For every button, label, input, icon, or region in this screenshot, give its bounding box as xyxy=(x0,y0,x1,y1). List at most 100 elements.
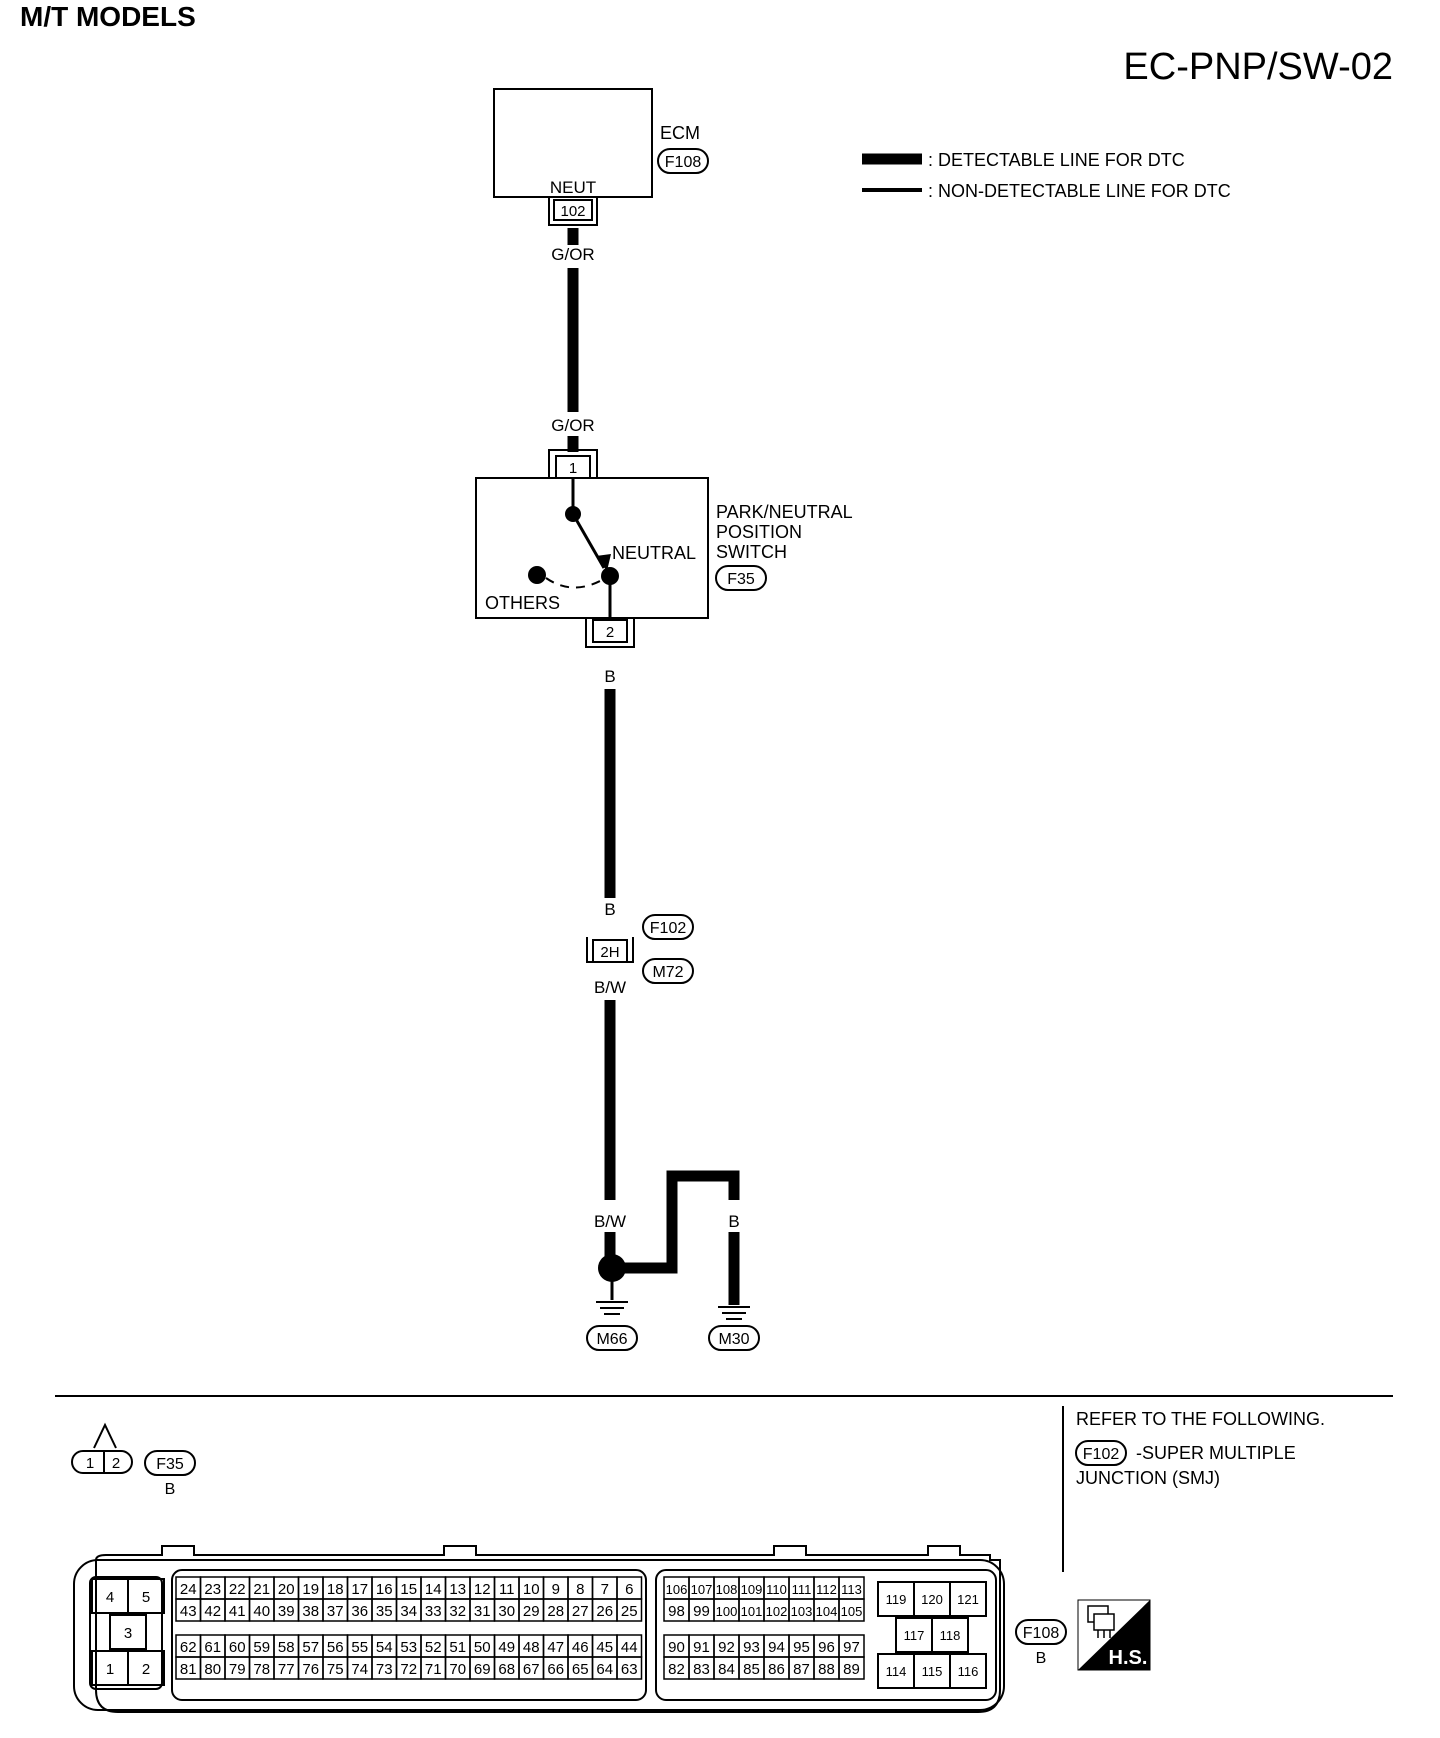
ecm: ECM F108 NEUT 102 xyxy=(493,88,709,226)
f108-mid-pin-107: 107 xyxy=(691,1582,713,1597)
f108-main-pin-6: 6 xyxy=(625,1581,633,1598)
f108-main-pin-24: 24 xyxy=(180,1581,197,1598)
switch-connector-badge xyxy=(715,565,767,591)
f108-mid-pin-83: 83 xyxy=(693,1661,710,1678)
f108-main-pin-43: 43 xyxy=(180,1603,197,1620)
f35-pin-2: 2 xyxy=(112,1455,120,1472)
f108-main-pin-39: 39 xyxy=(278,1603,295,1620)
f108-main-pin-62: 62 xyxy=(180,1639,197,1656)
f108-mid-pin-82: 82 xyxy=(668,1661,685,1678)
f108-main-pin-33: 33 xyxy=(425,1603,442,1620)
f108-view-color: B xyxy=(1036,1650,1047,1667)
f108-main-pin-80: 80 xyxy=(204,1661,221,1678)
f108-mid-pin-108: 108 xyxy=(716,1582,738,1597)
f108-main-pin-40: 40 xyxy=(253,1603,270,1620)
switch-name-line3: SWITCH xyxy=(716,542,787,562)
f108-main-pin-45: 45 xyxy=(596,1639,613,1656)
f108-mid-pin-99: 99 xyxy=(693,1603,710,1620)
f108-right-pins: 119 120 121 117 118 114 115 116 xyxy=(877,1581,987,1689)
f108-main-pin-81: 81 xyxy=(180,1661,197,1678)
f108-mid-pin-88: 88 xyxy=(818,1661,835,1678)
wire-label-switch-out: B xyxy=(604,667,615,686)
hs-badge-dark-half xyxy=(1078,1600,1150,1670)
wire-label-smj-out: B/W xyxy=(594,978,626,997)
switch-name-line2: POSITION xyxy=(716,522,802,542)
f108-pin-115: 115 xyxy=(922,1664,943,1679)
f35-body xyxy=(71,1450,133,1474)
f108-mid-pin-103: 103 xyxy=(791,1604,813,1619)
f108-mid-pin-113: 113 xyxy=(841,1582,862,1597)
f35-key xyxy=(93,1422,117,1449)
f108-main-pin-21: 21 xyxy=(253,1581,270,1598)
f108-pin-3: 3 xyxy=(124,1625,132,1642)
f108-mid-pin-109: 109 xyxy=(741,1582,763,1597)
f108-pin-2: 2 xyxy=(142,1661,150,1678)
f108-main-pin-61: 61 xyxy=(204,1639,221,1656)
ecm-terminal-box xyxy=(553,199,593,221)
f108-main-pin-25: 25 xyxy=(621,1603,638,1620)
f108-main-pin-10: 10 xyxy=(523,1581,540,1598)
f108-main-pin-28: 28 xyxy=(547,1603,564,1620)
hs-badge: H.S. xyxy=(1077,1599,1151,1671)
f108-main-pin-44: 44 xyxy=(621,1639,638,1656)
f108-mid-pin-90: 90 xyxy=(668,1639,685,1656)
f108-outline xyxy=(95,1545,1001,1713)
f108-pin-1: 1 xyxy=(106,1661,114,1678)
f108-mid-pin-91: 91 xyxy=(693,1639,710,1656)
switch-others-dashed-arc xyxy=(545,577,603,589)
f108-main-pin-31: 31 xyxy=(474,1603,491,1620)
f108-main-pin-15: 15 xyxy=(400,1581,417,1598)
ground-symbol-right xyxy=(718,1306,750,1320)
wire-label-ground-b2: B xyxy=(728,1212,739,1231)
f108-mid-pin-97: 97 xyxy=(843,1639,860,1656)
ecm-terminal-name: NEUT xyxy=(550,178,596,197)
switch-others-contact xyxy=(528,566,546,584)
model-title: M/T MODELS xyxy=(20,1,196,32)
f35-view-label: F35 xyxy=(156,1456,184,1473)
f108-main-pin-42: 42 xyxy=(204,1603,221,1620)
ecm-terminal-number: 102 xyxy=(560,203,585,220)
f108-main-pin-19: 19 xyxy=(302,1581,319,1598)
smj-connector-bottom-label: M72 xyxy=(652,964,683,981)
f108-main-pin-30: 30 xyxy=(498,1603,515,1620)
f108-main-pin-69: 69 xyxy=(474,1661,491,1678)
f108-pin-121: 121 xyxy=(957,1592,979,1607)
f108-main-pin-29: 29 xyxy=(523,1603,540,1620)
f35-view-badge xyxy=(144,1450,196,1476)
f108-main-pin-52: 52 xyxy=(425,1639,442,1656)
refer-line3: JUNCTION (SMJ) xyxy=(1076,1468,1220,1488)
f108-main-pin-18: 18 xyxy=(327,1581,344,1598)
switch-terminal-1-bracket xyxy=(548,449,598,478)
legend-detectable-label: : DETECTABLE LINE FOR DTC xyxy=(928,150,1185,170)
f108-left-pins: 4 5 3 1 2 xyxy=(91,1578,165,1686)
diagram-code: EC-PNP/SW-02 xyxy=(1123,46,1393,88)
f108-main-pin-48: 48 xyxy=(523,1639,540,1656)
f108-outline-inner xyxy=(73,1559,1005,1711)
f108-pin-117: 117 xyxy=(904,1628,925,1643)
f108-main-pin-75: 75 xyxy=(327,1661,344,1678)
f108-main-pin-14: 14 xyxy=(425,1581,442,1598)
f108-main-pin-66: 66 xyxy=(547,1661,564,1678)
ecm-connector-badge xyxy=(657,148,709,174)
f108-mid-pin-104: 104 xyxy=(816,1604,838,1619)
switch-blade-arrow xyxy=(596,554,611,571)
ecm-box xyxy=(493,88,653,198)
f108-main-pin-34: 34 xyxy=(400,1603,417,1620)
f108-mid-cell-89 xyxy=(838,1656,865,1680)
f35-connector-view: 1 2 F35 B xyxy=(71,1422,196,1498)
f108-mid-pin-105: 105 xyxy=(841,1604,863,1619)
f108-mid-block xyxy=(171,1569,647,1701)
ground-symbol-left xyxy=(596,1301,628,1315)
f108-mid-pin-87: 87 xyxy=(793,1661,810,1678)
f108-main-pin-72: 72 xyxy=(400,1661,417,1678)
f108-main-pin-9: 9 xyxy=(552,1581,560,1598)
f108-mid-cell-105 xyxy=(838,1598,865,1622)
f108-main-pin-32: 32 xyxy=(449,1603,466,1620)
switch-neutral-label: NEUTRAL xyxy=(612,543,696,563)
f108-right-block xyxy=(655,1569,997,1701)
f108-pin-120: 120 xyxy=(921,1592,943,1607)
f108-main-cell-25 xyxy=(616,1598,643,1622)
f108-main-pin-71: 71 xyxy=(425,1661,442,1678)
switch-terminal-1-number: 1 xyxy=(569,460,577,477)
